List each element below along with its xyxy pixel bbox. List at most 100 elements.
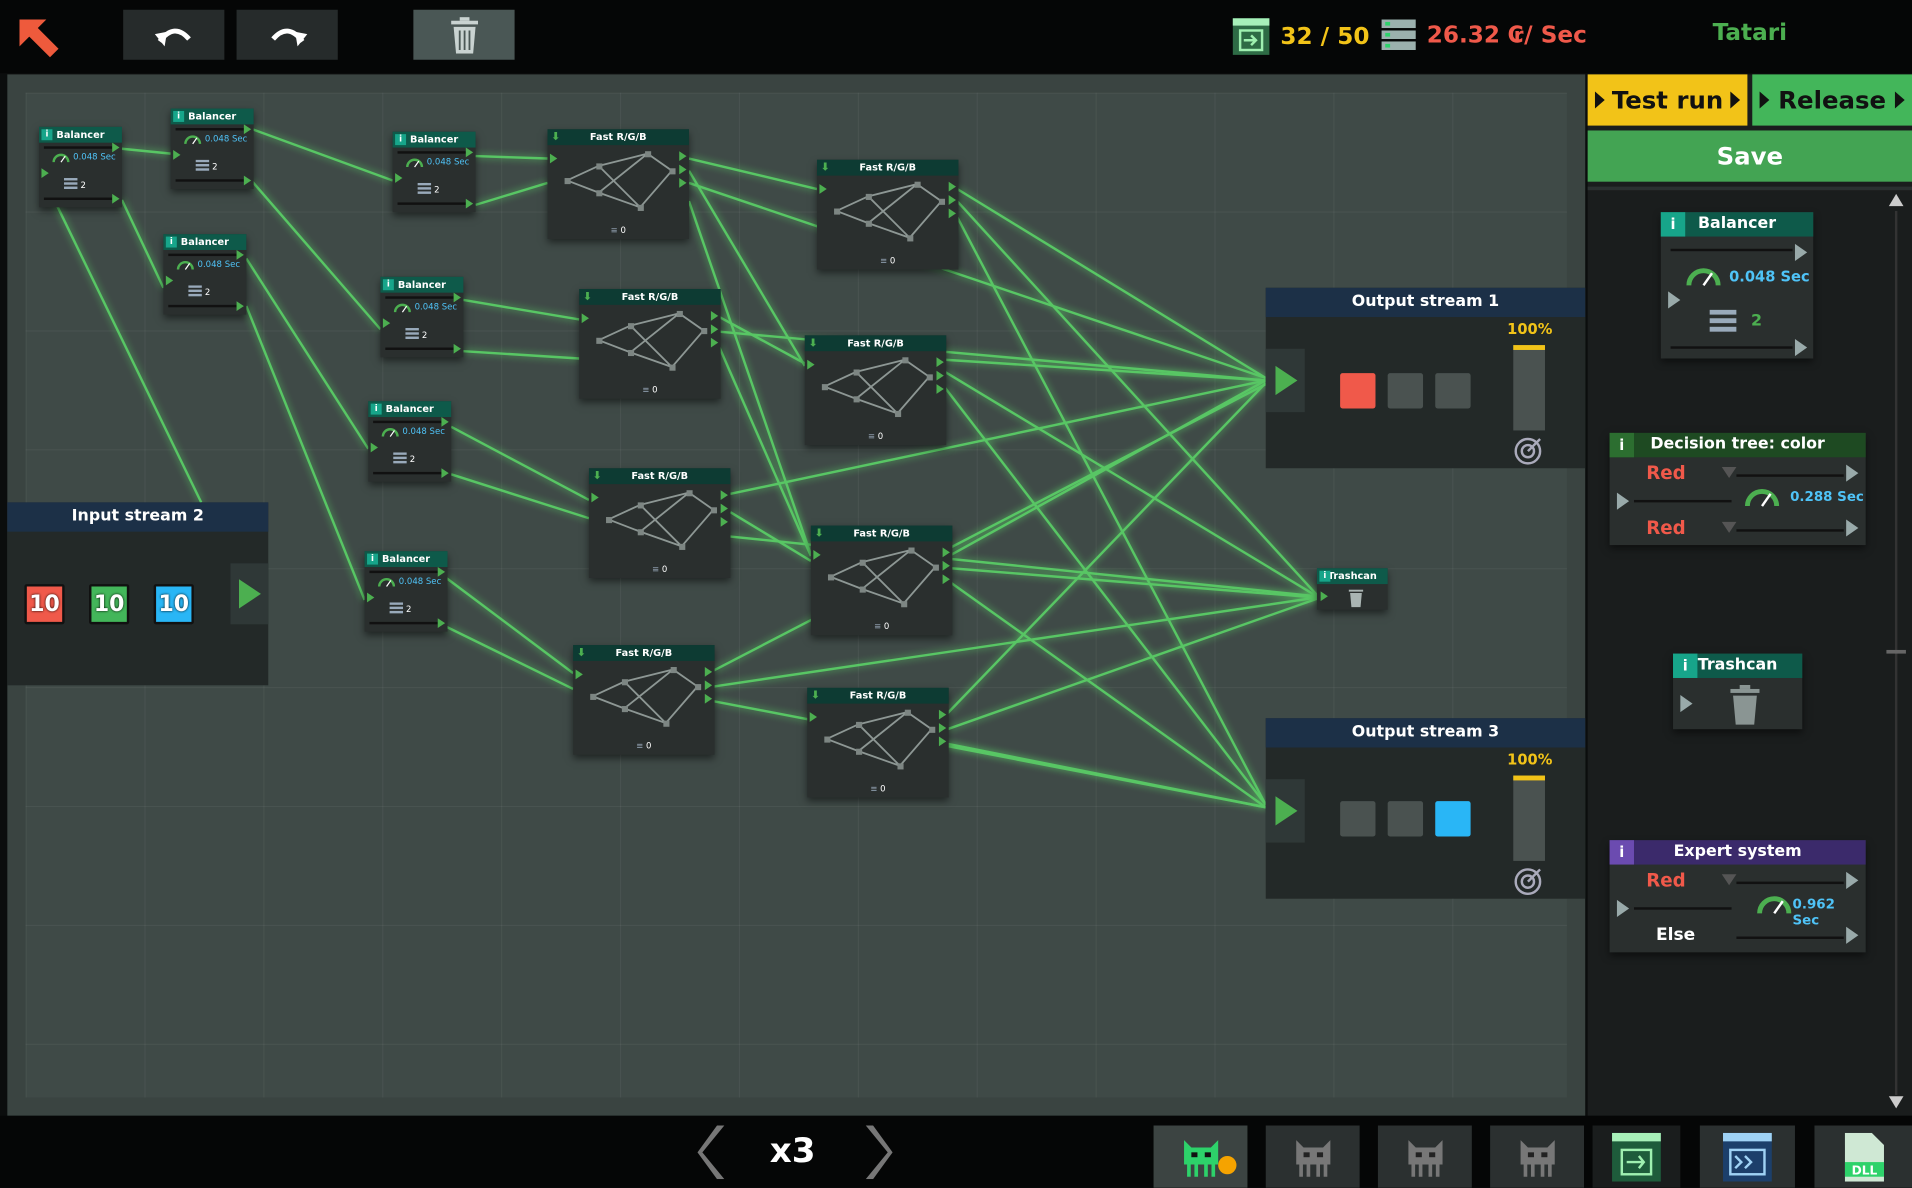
input-stream[interactable]: Input stream 2 10 10 10 xyxy=(7,502,269,686)
output-port-arrow[interactable] xyxy=(720,503,728,514)
output-port-arrow[interactable] xyxy=(679,178,687,188)
redo-button[interactable] xyxy=(236,9,338,60)
input-output-port[interactable] xyxy=(230,563,269,625)
output-port-arrow[interactable] xyxy=(1794,243,1808,261)
info-icon[interactable]: i xyxy=(382,279,394,291)
export-button[interactable] xyxy=(1699,1125,1795,1188)
info-icon[interactable]: i xyxy=(1609,432,1634,458)
input-port-arrow[interactable] xyxy=(813,549,821,560)
output-port-arrow[interactable] xyxy=(936,384,944,394)
info-icon[interactable]: i xyxy=(370,403,382,415)
output-port-arrow[interactable] xyxy=(710,337,719,348)
input-port-arrow[interactable] xyxy=(41,168,49,179)
output-port-arrow[interactable] xyxy=(441,417,449,427)
input-port-arrow[interactable] xyxy=(395,173,403,183)
input-port-arrow[interactable] xyxy=(165,275,174,286)
info-icon[interactable]: i xyxy=(395,134,407,146)
input-port-arrow[interactable] xyxy=(1616,492,1630,510)
output-port-arrow[interactable] xyxy=(465,147,474,158)
output-port-arrow[interactable] xyxy=(704,680,713,691)
bot-tab-4[interactable] xyxy=(1490,1125,1585,1188)
release-button[interactable]: Release xyxy=(1752,74,1912,126)
output-1-input-port[interactable] xyxy=(1265,348,1305,413)
output-port-arrow[interactable] xyxy=(437,567,446,577)
expert-option-1[interactable]: Red xyxy=(1646,869,1686,892)
decision-option-2[interactable]: Red xyxy=(1646,517,1686,539)
output-port-arrow[interactable] xyxy=(236,301,244,311)
input-port-arrow[interactable] xyxy=(581,313,589,324)
import-button[interactable] xyxy=(1592,1125,1681,1188)
input-port-arrow[interactable] xyxy=(173,149,181,160)
output-port-arrow[interactable] xyxy=(710,324,719,335)
output-port-arrow[interactable] xyxy=(948,208,957,219)
input-port-arrow[interactable] xyxy=(382,318,391,329)
info-icon[interactable]: i xyxy=(165,236,177,248)
output-port-arrow[interactable] xyxy=(453,292,461,303)
output-port-arrow[interactable] xyxy=(1846,519,1859,537)
output-port-arrow[interactable] xyxy=(948,195,957,205)
chevron-down-icon[interactable] xyxy=(1721,467,1737,479)
fast-rgb-node[interactable]: ⬇Fast R/G/B ≡ 0 xyxy=(588,468,731,578)
output-port-arrow[interactable] xyxy=(942,574,950,585)
decision-option-1[interactable]: Red xyxy=(1646,462,1686,485)
output-port-arrow[interactable] xyxy=(938,736,947,747)
output-port-arrow[interactable] xyxy=(679,151,687,161)
save-button[interactable]: Save xyxy=(1587,130,1912,182)
input-port-arrow[interactable] xyxy=(1680,695,1693,713)
output-port-arrow[interactable] xyxy=(679,164,687,175)
output-port-arrow[interactable] xyxy=(938,709,947,720)
info-icon[interactable]: i xyxy=(367,553,379,565)
output-port-arrow[interactable] xyxy=(936,357,944,368)
input-port-arrow[interactable] xyxy=(367,592,375,603)
dll-button[interactable]: DLL xyxy=(1814,1125,1912,1188)
bot-tab-1[interactable] xyxy=(1153,1125,1248,1188)
info-icon[interactable]: i xyxy=(1319,570,1331,582)
output-port-arrow[interactable] xyxy=(704,693,713,704)
output-port-arrow[interactable] xyxy=(704,667,713,677)
input-port-arrow[interactable] xyxy=(591,492,599,503)
output-port-arrow[interactable] xyxy=(710,310,719,321)
output-stream-3[interactable]: Output stream 3 100% xyxy=(1265,718,1586,899)
bot-tab-2[interactable] xyxy=(1265,1125,1360,1188)
output-port-arrow[interactable] xyxy=(938,723,947,733)
info-icon[interactable]: i xyxy=(41,129,53,141)
output-stream-1[interactable]: Output stream 1 100% xyxy=(1265,287,1586,469)
speed-decrease-button[interactable] xyxy=(697,1125,729,1180)
speed-increase-button[interactable] xyxy=(861,1125,893,1180)
output-port-arrow[interactable] xyxy=(720,517,728,527)
fast-rgb-node[interactable]: ⬇Fast R/G/B ≡ 0 xyxy=(807,687,949,798)
scroll-thumb[interactable] xyxy=(1886,649,1906,654)
info-icon[interactable]: i xyxy=(1673,653,1698,678)
scroll-down-icon[interactable] xyxy=(1888,1096,1904,1109)
input-port-arrow[interactable] xyxy=(1616,899,1630,917)
output-port-arrow[interactable] xyxy=(1794,338,1808,357)
info-icon[interactable]: i xyxy=(173,110,185,122)
output-port-arrow[interactable] xyxy=(112,142,120,153)
fast-rgb-node[interactable]: ⬇Fast R/G/B ≡ 0 xyxy=(579,288,721,399)
output-port-arrow[interactable] xyxy=(1846,464,1859,482)
output-port-arrow[interactable] xyxy=(1846,871,1859,889)
fast-rgb-node[interactable]: ⬇Fast R/G/B ≡ 0 xyxy=(573,645,715,755)
input-port-arrow[interactable] xyxy=(809,712,817,722)
input-port-arrow[interactable] xyxy=(1320,591,1328,602)
input-port-arrow[interactable] xyxy=(575,669,583,680)
chevron-down-icon[interactable] xyxy=(1721,521,1737,533)
output-port-arrow[interactable] xyxy=(437,618,446,628)
output-port-arrow[interactable] xyxy=(243,175,252,186)
bot-tab-3[interactable] xyxy=(1377,1125,1472,1188)
output-port-arrow[interactable] xyxy=(243,124,252,135)
palette-scrollbar[interactable] xyxy=(1885,191,1907,1113)
output-port-arrow[interactable] xyxy=(453,343,461,354)
